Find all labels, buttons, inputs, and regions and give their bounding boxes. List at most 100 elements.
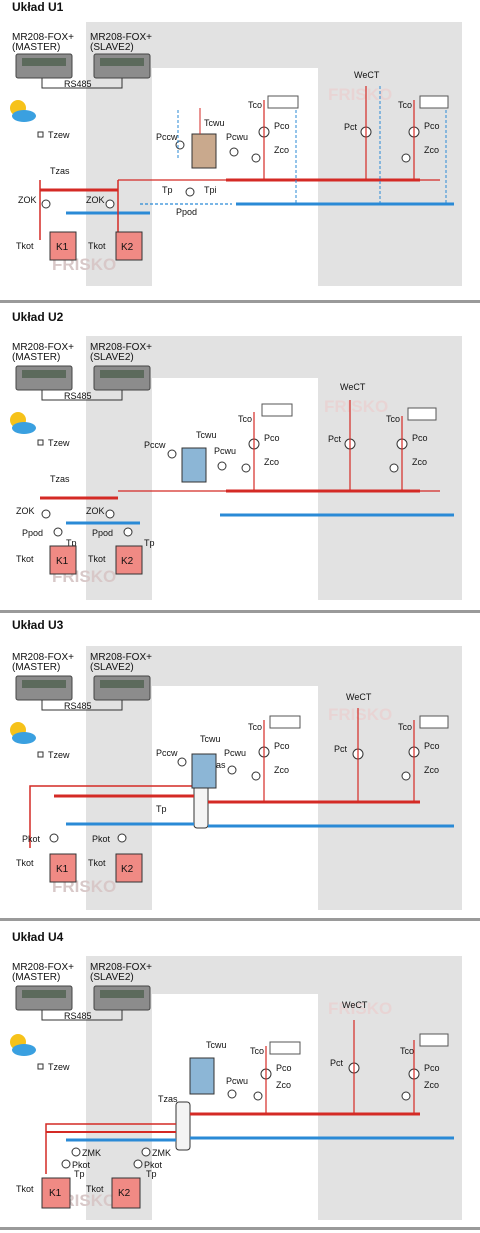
label-pco: Pco <box>424 1063 440 1073</box>
label-pct: Pct <box>344 122 358 132</box>
label-wect: WeCT <box>342 1000 368 1010</box>
label-boiler: K1 <box>56 556 69 567</box>
label-tzew: Tzew <box>48 130 70 140</box>
label-tkot: Tkot <box>88 554 106 564</box>
mixing-valve-icon <box>401 1091 411 1101</box>
controller-role: (MASTER) <box>12 42 60 53</box>
label-tcwu: Tcwu <box>206 1040 227 1050</box>
controller-display <box>100 680 144 688</box>
dhw-tank <box>191 133 217 169</box>
label-pco: Pco <box>276 1063 292 1073</box>
controller-role: (SLAVE2) <box>90 42 134 53</box>
bus-label: RS485 <box>64 701 92 711</box>
controller-model: MR208-FOX+ <box>12 342 74 353</box>
radiator-icon <box>419 715 449 729</box>
section-divider <box>0 918 480 921</box>
label-tzew: Tzew <box>48 438 70 448</box>
label-zmk: ZMK <box>82 1148 101 1158</box>
label-tkot: Tkot <box>16 554 34 564</box>
label-wect: WeCT <box>340 382 366 392</box>
radiator-icon <box>419 95 449 109</box>
section-u4: Układ U4 FRISKO FRISKO MR208-FOX+ (MASTE… <box>0 924 480 1233</box>
dhw-tank <box>191 753 217 789</box>
pump-icon <box>185 187 195 197</box>
label-zco: Zco <box>424 765 439 775</box>
radiator-icon <box>261 403 293 417</box>
sensor-icon <box>37 1063 44 1070</box>
rs485-cable <box>41 1010 123 1021</box>
label-tkot: Tkot <box>88 241 106 251</box>
mixing-valve-icon <box>251 153 261 163</box>
label-pccw: Pccw <box>156 748 178 758</box>
label-zco: Zco <box>276 1080 291 1090</box>
label-tkot: Tkot <box>16 241 34 251</box>
pump-icon <box>227 765 237 775</box>
bus-label: RS485 <box>64 391 92 401</box>
schematic-u2: FRISKO FRISKO MR208-FOX+ (MASTER) MR208-… <box>10 336 462 600</box>
section-u1: Układ U1 FRISKO FRISKO MR208-FOX+ (MASTE… <box>0 0 480 306</box>
label-tkot: Tkot <box>16 858 34 868</box>
label-boiler: K2 <box>121 864 134 875</box>
controller-role: (SLAVE2) <box>90 662 134 673</box>
label-boiler: K1 <box>49 1188 62 1199</box>
label-pco: Pco <box>274 121 290 131</box>
section-title: Układ U3 <box>12 618 64 632</box>
label-tkot: Tkot <box>16 1184 34 1194</box>
label-tp: Tp <box>156 804 167 814</box>
controller-role: (MASTER) <box>12 972 60 983</box>
label-tcwu: Tcwu <box>200 734 221 744</box>
controller-model: MR208-FOX+ <box>90 342 152 353</box>
controller-role: (MASTER) <box>12 662 60 673</box>
schematic-u3: FRISKO FRISKO MR208-FOX+ (MASTER) MR208-… <box>10 646 462 910</box>
controller-role: (SLAVE2) <box>90 352 134 363</box>
label-tpi: Tpi <box>204 185 217 195</box>
cloud-icon <box>12 732 36 744</box>
boiler-k2 <box>115 231 143 261</box>
controller-display <box>100 370 144 378</box>
pump-icon <box>61 1159 71 1169</box>
rs485-cable <box>41 700 123 711</box>
watermark: FRISKO <box>328 705 392 724</box>
pump-icon <box>49 833 59 843</box>
label-pcwu: Pcwu <box>226 132 248 142</box>
label-zco: Zco <box>412 457 427 467</box>
label-tco: Tco <box>238 414 252 424</box>
label-zco: Zco <box>424 1080 439 1090</box>
controller-display <box>100 58 144 66</box>
controller-model: MR208-FOX+ <box>12 32 74 43</box>
boiler-k2 <box>115 545 143 575</box>
pump-icon <box>123 527 133 537</box>
label-zok: ZOK <box>18 195 37 205</box>
label-tco: Tco <box>248 100 262 110</box>
hydraulic-separator <box>175 1101 191 1151</box>
label-tco: Tco <box>386 414 400 424</box>
supply-pipe <box>29 785 194 848</box>
controller-model: MR208-FOX+ <box>12 962 74 973</box>
rs485-cable <box>41 78 123 89</box>
schematic-u4: FRISKO FRISKO MR208-FOX+ (MASTER) MR208-… <box>10 956 462 1220</box>
pump-icon <box>167 449 177 459</box>
pump-icon <box>177 757 187 767</box>
watermark: FRISKO <box>328 999 392 1018</box>
label-pccw: Pccw <box>156 132 178 142</box>
label-boiler: K2 <box>121 556 134 567</box>
label-ppod: Ppod <box>92 528 113 538</box>
label-tp: Tp <box>66 538 77 548</box>
valve-icon <box>105 509 115 519</box>
label-pco: Pco <box>424 121 440 131</box>
radiator-icon <box>407 407 437 421</box>
label-zok: ZOK <box>86 195 105 205</box>
valve-icon <box>41 199 51 209</box>
mixing-valve-icon <box>241 463 251 473</box>
radiator-icon <box>269 715 301 729</box>
section-title: Układ U4 <box>12 930 64 944</box>
pump-icon <box>227 1089 237 1099</box>
controller-role: (MASTER) <box>12 352 60 363</box>
label-tcwu: Tcwu <box>204 118 225 128</box>
label-pccw: Pccw <box>144 440 166 450</box>
radiator-icon <box>269 1041 301 1055</box>
label-tco: Tco <box>398 100 412 110</box>
label-pct: Pct <box>330 1058 344 1068</box>
section-title: Układ U1 <box>12 0 64 14</box>
label-tzas: Tzas <box>50 474 70 484</box>
